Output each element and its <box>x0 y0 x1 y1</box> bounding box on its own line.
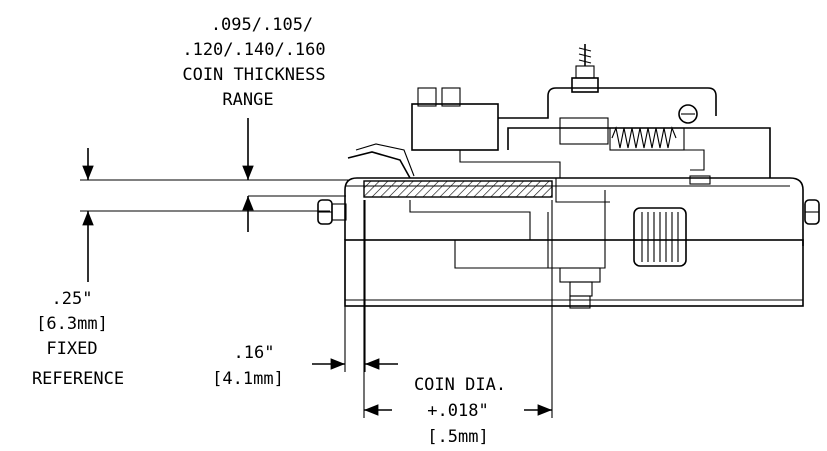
fixed-line-1: .25" <box>52 289 93 309</box>
fixed-line-3: FIXED <box>46 339 97 359</box>
offset-label: .16" [4.1mm] <box>212 343 284 389</box>
thickness-line-4: RANGE <box>222 90 273 110</box>
dia-line-1: COIN DIA. <box>414 375 506 395</box>
right-screw <box>804 199 820 225</box>
knurled-knob <box>633 207 687 267</box>
fixed-reference-label: .25" [6.3mm] FIXED REFERENCE <box>32 289 124 389</box>
thickness-line-1: .095/.105/ <box>211 15 313 35</box>
dimension-lines <box>80 118 553 418</box>
thickness-line-3: COIN THICKNESS <box>182 65 325 85</box>
fixed-line-2: [6.3mm] <box>36 314 108 334</box>
dia-line-3: [.5mm] <box>427 427 488 447</box>
mechanism-body <box>317 44 820 309</box>
coin-section <box>363 180 553 198</box>
thickness-label: .095/.105/ .120/.140/.160 COIN THICKNESS… <box>182 15 325 110</box>
offset-line-2: [4.1mm] <box>212 369 284 389</box>
offset-line-1: .16" <box>234 343 275 363</box>
coin-diameter-label: COIN DIA. +.018" [.5mm] <box>414 375 506 447</box>
dia-line-2: +.018" <box>427 401 488 421</box>
thickness-line-2: .120/.140/.160 <box>182 40 325 60</box>
left-screw <box>317 199 347 225</box>
spring <box>611 126 677 149</box>
fixed-line-4: REFERENCE <box>32 369 124 389</box>
